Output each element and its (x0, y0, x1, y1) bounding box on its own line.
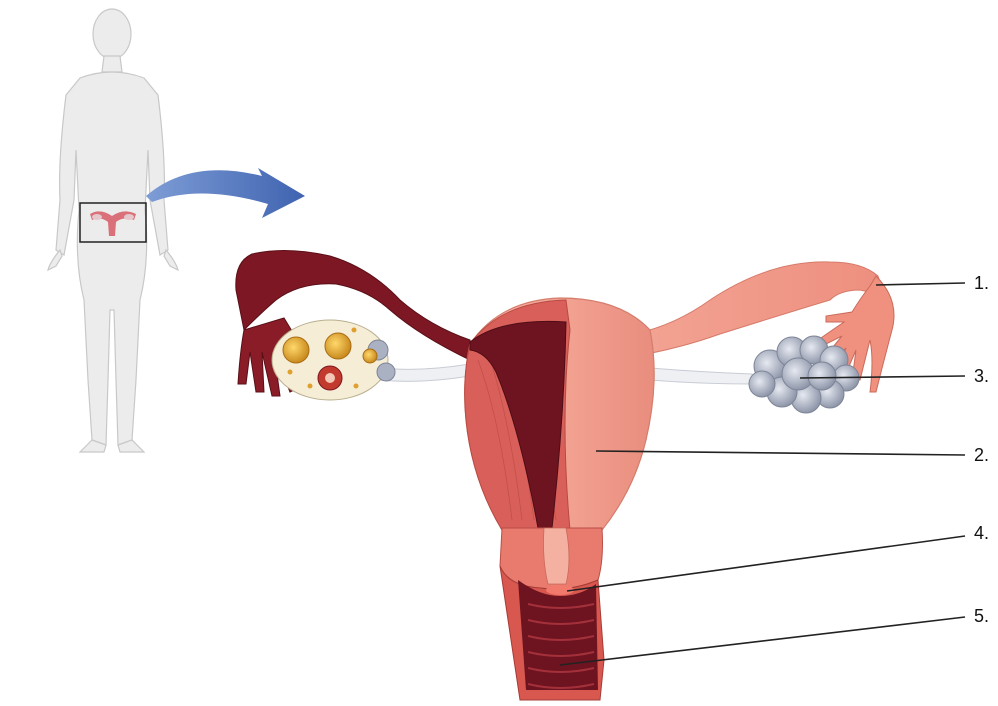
curved-arrow-icon (146, 168, 305, 218)
leader-line-4 (567, 536, 965, 591)
vagina (500, 566, 604, 700)
label-5: 5. (974, 606, 989, 627)
label-4: 4. (974, 523, 989, 544)
left-ovary (272, 320, 395, 400)
label-2: 2. (974, 445, 989, 466)
leader-line-1 (876, 283, 965, 285)
label-3: 3. (974, 366, 989, 387)
right-ovarian-ligament (650, 368, 752, 384)
label-1: 1. (974, 273, 989, 294)
leader-line-5 (560, 617, 965, 665)
cervix (500, 528, 603, 589)
uterus (465, 298, 655, 530)
leader-line-2 (596, 451, 965, 455)
